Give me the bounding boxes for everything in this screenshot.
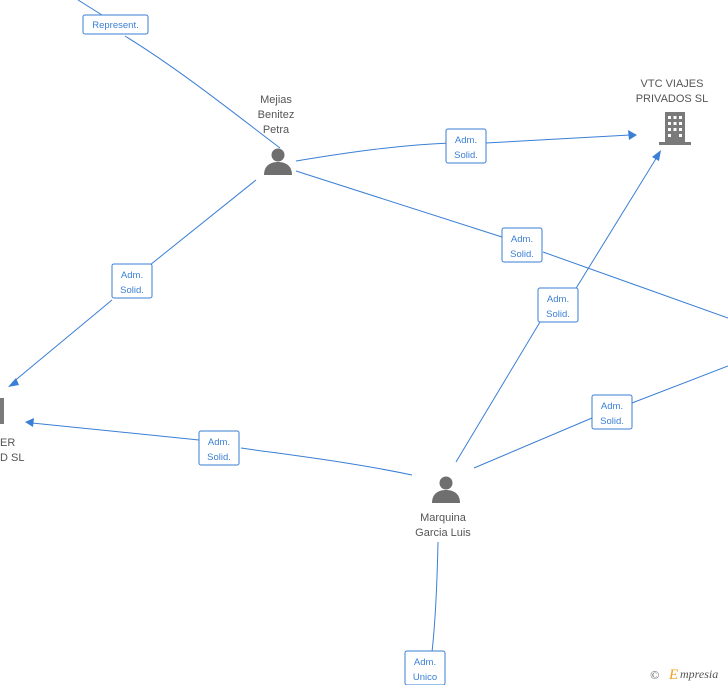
- edge-label-mejias-left[interactable]: Adm. Solid.: [111, 263, 153, 299]
- person-icon: [264, 148, 292, 175]
- edge-label-text: Represent.: [92, 20, 138, 31]
- node-name-line: Marquina: [420, 512, 467, 524]
- edge-label-mejias-right[interactable]: Adm. Solid.: [501, 227, 543, 263]
- edge-label-line: Solid.: [546, 309, 570, 320]
- node-vtc-viajes-privados[interactable]: VTC VIAJES PRIVADOS SL: [636, 78, 709, 145]
- edge-mejias-right: [295, 170, 728, 319]
- edge-label-line: Unico: [413, 672, 437, 683]
- edge-label-line: Solid.: [207, 452, 231, 463]
- edge-marquina-bottom: [431, 541, 439, 653]
- node-name-line: D SL: [0, 452, 24, 464]
- edge-label-marquina-left[interactable]: Adm. Solid.: [198, 430, 240, 466]
- edge-label-mejias-vtc[interactable]: Adm. Solid.: [445, 128, 487, 164]
- edge-marquina-left-arrow: [25, 418, 34, 427]
- node-marquina-garcia-luis[interactable]: Marquina Garcia Luis: [415, 476, 471, 540]
- edge-marquina-right: [473, 365, 728, 469]
- edge-mejias-vtc: [295, 134, 631, 162]
- edge-label-line: Solid.: [454, 150, 478, 161]
- edge-label-line: Adm.: [414, 657, 436, 668]
- edge-label-line: Adm.: [208, 437, 230, 448]
- edge-label-marquina-bottom[interactable]: Adm. Unico: [404, 650, 446, 685]
- edge-mejias-vtc-arrow: [628, 130, 637, 140]
- node-left-company[interactable]: ER D SL: [0, 398, 24, 464]
- node-name-line: Garcia Luis: [415, 527, 471, 539]
- node-name-line: Benitez: [258, 109, 295, 121]
- edge-label-line: Solid.: [600, 416, 624, 427]
- building-icon: [659, 112, 691, 145]
- edge-marquina-left: [31, 422, 413, 476]
- edge-mejias-left: [11, 179, 257, 384]
- node-name-line: Mejias: [260, 94, 292, 106]
- edge-label-line: Adm.: [455, 135, 477, 146]
- building-icon: [0, 398, 4, 424]
- node-name-line: VTC VIAJES: [641, 78, 704, 90]
- edge-label-line: Adm.: [121, 270, 143, 281]
- edge-label-line: Solid.: [510, 249, 534, 260]
- edge-mejias-left-arrow: [8, 378, 19, 387]
- brand-name: mpresia: [680, 667, 718, 681]
- node-name-line: PRIVADOS SL: [636, 93, 709, 105]
- person-icon: [432, 476, 460, 503]
- edge-label-marquina-vtc[interactable]: Adm. Solid.: [537, 287, 579, 323]
- node-name-line: ER: [0, 437, 15, 449]
- empresia-logo: © E mpresia: [650, 667, 718, 683]
- edge-marquina-vtc: [455, 156, 658, 463]
- edge-label-line: Solid.: [120, 285, 144, 296]
- node-name-line: Petra: [263, 124, 290, 136]
- edge-label-line: Adm.: [601, 401, 623, 412]
- edge-label-line: Adm.: [547, 294, 569, 305]
- edge-label-marquina-right[interactable]: Adm. Solid.: [591, 394, 633, 430]
- edge-marquina-vtc-arrow: [652, 150, 661, 161]
- node-mejias-benitez-petra[interactable]: Mejias Benitez Petra: [258, 94, 295, 175]
- edge-label-represent[interactable]: Represent.: [82, 14, 149, 35]
- brand-initial: E: [668, 667, 678, 683]
- copyright-symbol: ©: [650, 668, 659, 682]
- edge-label-line: Adm.: [511, 234, 533, 245]
